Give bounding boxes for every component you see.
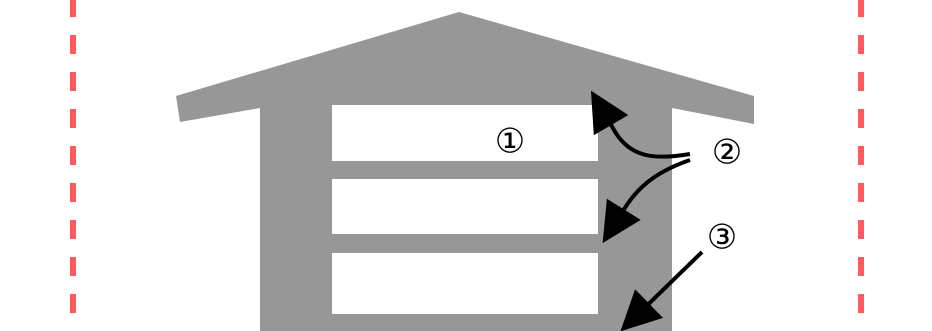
callout-two-label: ② [712, 133, 742, 173]
callout-one-label: ① [495, 122, 525, 162]
door-panel-middle [332, 179, 598, 234]
door-panel-top [332, 105, 598, 161]
arrow-two-lower [602, 158, 691, 244]
door-panel-bottom [332, 253, 598, 314]
arrow-two-upper [590, 90, 691, 159]
callout-three-label: ③ [707, 218, 737, 258]
arrow-three [620, 250, 704, 331]
